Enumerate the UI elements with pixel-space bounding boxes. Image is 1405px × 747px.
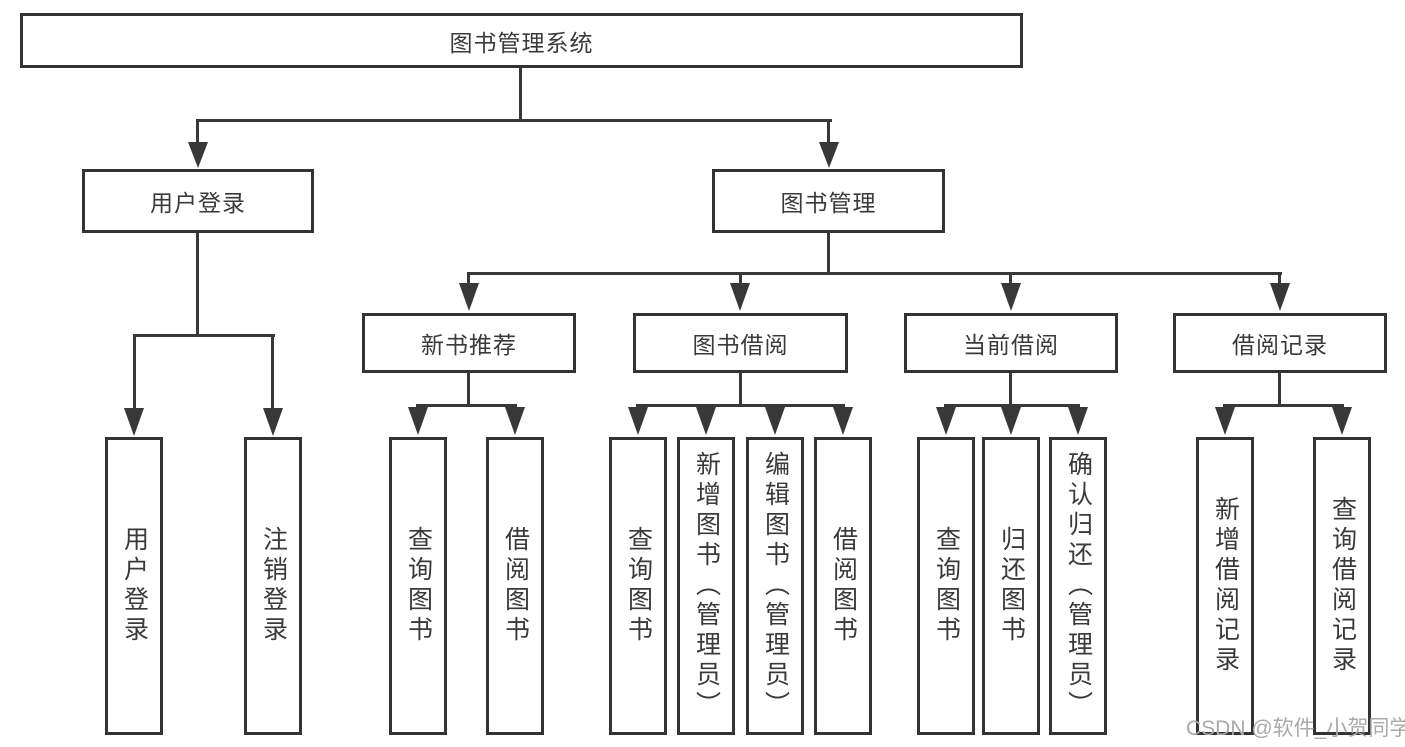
arrow-down-icon: [1215, 407, 1235, 435]
connector-line: [1278, 272, 1281, 286]
connector-line: [133, 334, 275, 337]
arrow-down-icon: [1068, 407, 1088, 435]
leaf-query-books-borrow-label: 查询图书: [624, 526, 653, 646]
leaf-add-borrow-record-label: 新增借阅记录: [1211, 496, 1240, 676]
connector-line: [1278, 373, 1281, 407]
arrow-down-icon: [833, 407, 853, 435]
leaf-logout: 注销登录: [244, 437, 302, 735]
leaf-confirm-return-admin: 确认归还（管理员）: [1049, 437, 1107, 735]
arrow-down-icon: [730, 283, 750, 311]
leaf-confirm-return-admin-label: 确认归还（管理员）: [1064, 451, 1093, 721]
leaf-borrow-books-recommend-label: 借阅图书: [501, 526, 530, 646]
csdn-watermark: CSDN @软件_小贺同学: [1186, 717, 1405, 740]
node-root: 图书管理系统: [20, 13, 1023, 68]
leaf-add-book-admin: 新增图书（管理员）: [677, 437, 735, 735]
node-user-login: 用户登录: [82, 169, 314, 233]
leaf-add-book-admin-label: 新增图书（管理员）: [692, 451, 721, 721]
node-borrow-records: 借阅记录: [1173, 313, 1387, 373]
leaf-edit-book-admin-label: 编辑图书（管理员）: [761, 451, 790, 721]
leaf-edit-book-admin: 编辑图书（管理员）: [746, 437, 804, 735]
node-book-borrow: 图书借阅: [633, 313, 848, 373]
arrow-down-icon: [628, 407, 648, 435]
arrow-down-icon: [696, 407, 716, 435]
connector-line: [636, 404, 845, 407]
leaf-query-borrow-record-label: 查询借阅记录: [1328, 496, 1357, 676]
connector-line: [827, 233, 830, 275]
connector-line: [133, 334, 136, 410]
connector-line: [739, 373, 742, 407]
node-new-book-recommend-label: 新书推荐: [421, 332, 517, 358]
connector-line: [467, 373, 470, 407]
node-root-label: 图书管理系统: [449, 29, 594, 56]
arrow-down-icon: [1001, 283, 1021, 311]
arrow-down-icon: [263, 408, 283, 436]
leaf-query-books-recommend-label: 查询图书: [404, 526, 433, 646]
arrow-down-icon: [819, 142, 839, 168]
leaf-borrow-books: 借阅图书: [814, 437, 872, 735]
connector-line: [468, 272, 1282, 275]
node-book-management: 图书管理: [712, 169, 945, 233]
node-new-book-recommend: 新书推荐: [362, 313, 576, 373]
leaf-query-books-current-label: 查询图书: [932, 526, 961, 646]
leaf-borrow-books-recommend: 借阅图书: [486, 437, 544, 735]
leaf-query-books-recommend: 查询图书: [389, 437, 447, 735]
arrow-down-icon: [505, 407, 525, 435]
leaf-query-books-borrow: 查询图书: [609, 437, 667, 735]
leaf-user-login: 用户登录: [105, 437, 163, 735]
leaf-return-book: 归还图书: [982, 437, 1040, 735]
arrow-down-icon: [124, 408, 144, 436]
connector-line: [271, 334, 274, 410]
leaf-query-books-current: 查询图书: [917, 437, 975, 735]
node-user-login-label: 用户登录: [150, 190, 246, 216]
connector-line: [944, 404, 1080, 407]
connector-line: [519, 68, 522, 122]
leaf-add-borrow-record: 新增借阅记录: [1196, 437, 1254, 735]
leaf-logout-label: 注销登录: [259, 526, 288, 646]
arrow-down-icon: [459, 283, 479, 311]
connector-line: [1009, 373, 1012, 407]
leaf-borrow-books-label: 借阅图书: [829, 526, 858, 646]
arrow-down-icon: [408, 407, 428, 435]
connector-line: [197, 119, 832, 122]
arrow-down-icon: [1001, 407, 1021, 435]
connector-line: [1223, 404, 1344, 407]
connector-line: [467, 272, 470, 286]
arrow-down-icon: [1332, 407, 1352, 435]
node-book-management-label: 图书管理: [780, 190, 877, 216]
connector-line: [416, 404, 517, 407]
leaf-return-book-label: 归还图书: [997, 526, 1026, 646]
node-borrow-records-label: 借阅记录: [1232, 332, 1328, 358]
connector-line: [827, 119, 830, 146]
node-current-borrow-label: 当前借阅: [963, 332, 1059, 358]
node-book-borrow-label: 图书借阅: [692, 332, 789, 358]
arrow-down-icon: [936, 407, 956, 435]
arrow-down-icon: [188, 142, 208, 168]
connector-line: [1009, 272, 1012, 286]
arrow-down-icon: [1270, 283, 1290, 311]
connector-line: [739, 272, 742, 286]
leaf-query-borrow-record: 查询借阅记录: [1313, 437, 1371, 735]
connector-line: [196, 119, 199, 146]
connector-line: [196, 233, 199, 337]
node-current-borrow: 当前借阅: [904, 313, 1118, 373]
arrow-down-icon: [765, 407, 785, 435]
leaf-user-login-label: 用户登录: [120, 526, 149, 646]
